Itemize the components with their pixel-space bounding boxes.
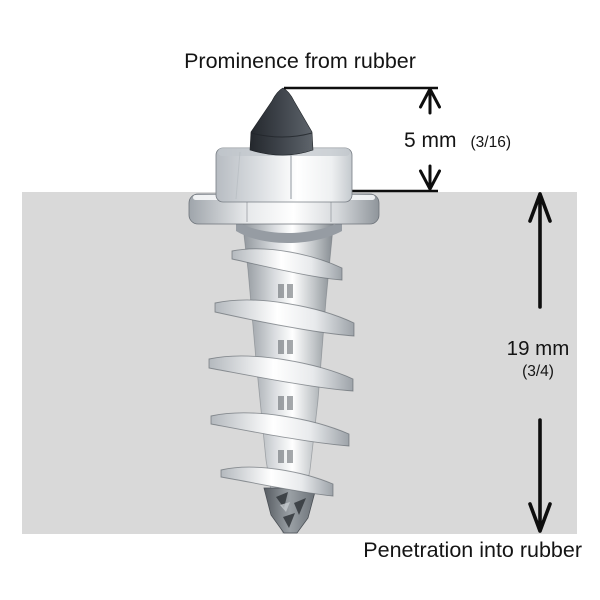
penetration-up-arrow-icon [528, 192, 552, 309]
tire-stud [188, 87, 380, 534]
penetration-fraction: (3/4) [522, 363, 554, 380]
prominence-down-arrow-icon [419, 164, 441, 191]
stud-hex-nut [215, 147, 353, 203]
stud-threads [208, 248, 355, 497]
prominence-value: 5 mm [404, 129, 457, 152]
penetration-down-arrow-icon [528, 418, 552, 533]
title-prominence-label: Prominence from rubber [184, 49, 416, 73]
stud-bottom-tip [263, 487, 317, 534]
flange-shadow [236, 221, 342, 243]
prominence-up-arrow-icon [419, 87, 441, 115]
stud-carbide-tip [249, 87, 314, 156]
penetration-dimension: 19 mm (3/4) [496, 337, 580, 381]
penetration-value: 19 mm [506, 337, 570, 360]
penetration-into-rubber-label: Penetration into rubber [363, 538, 582, 562]
prominence-fraction: (3/16) [470, 134, 512, 151]
thread-root-shadows [278, 284, 293, 463]
prominence-dimension: 5 mm (3/16) [404, 129, 511, 153]
